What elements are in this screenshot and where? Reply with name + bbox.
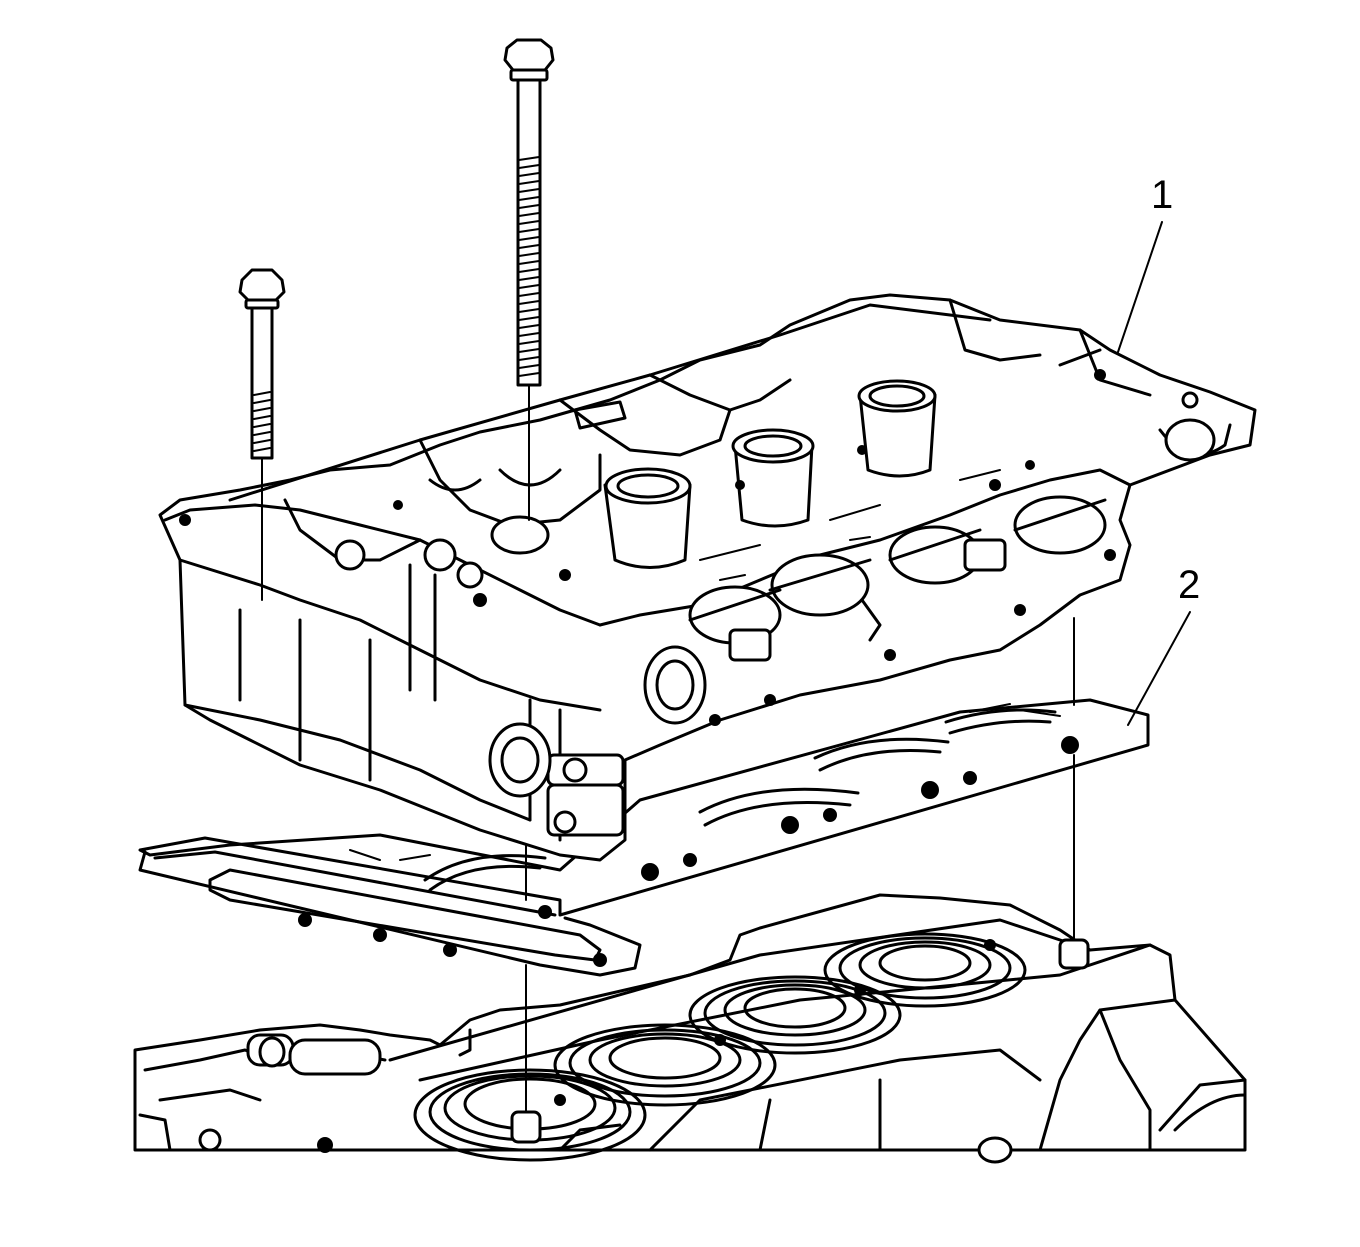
coolant-outlet — [643, 645, 707, 725]
spark-plug-tube-3 — [857, 379, 937, 478]
cylinder-bore-3 — [688, 975, 902, 1055]
dowel-pin-front — [510, 1110, 542, 1144]
spark-plug-tube-1 — [603, 467, 692, 569]
callout-label-1: 1 — [1151, 173, 1173, 217]
callout-label-2: 2 — [1178, 563, 1200, 607]
callout-2: 2 — [1127, 563, 1200, 726]
callout-1: 1 — [1117, 173, 1173, 353]
cylinder-head — [158, 293, 1257, 862]
cylinder-head-gasket — [138, 698, 1150, 977]
engine-block — [133, 893, 1247, 1164]
exhaust-port-4 — [1013, 495, 1107, 555]
front-boss — [488, 722, 552, 798]
alignment-lines — [261, 384, 1075, 1113]
cylinder-bore-4 — [823, 932, 1027, 1008]
spark-plug-tube-2 — [731, 428, 815, 528]
head-bolt-long — [503, 38, 555, 387]
cylinder-bore-2 — [553, 1023, 777, 1107]
exhaust-port-2 — [770, 553, 870, 617]
head-bolt-short — [238, 268, 286, 460]
dowel-pin-rear — [1058, 938, 1090, 970]
